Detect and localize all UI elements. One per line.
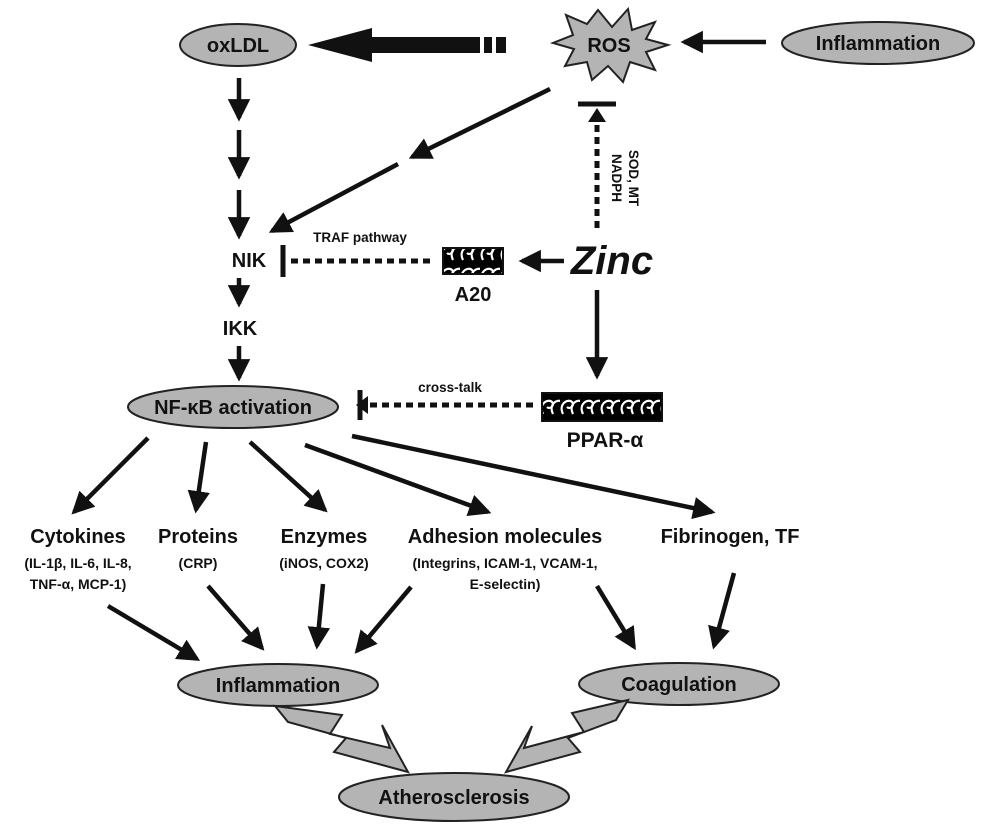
fibrinogen-to-coagulation-arrow xyxy=(708,572,737,650)
ros-label: ROS xyxy=(587,35,630,57)
ros-node: ROS xyxy=(549,6,672,84)
product-detail: (iNOS, COX2) xyxy=(279,555,368,571)
nfkb-to-adhesion-arrow xyxy=(304,442,492,517)
adhesion-to-inflammation-arrow xyxy=(354,585,413,654)
coagulation-node: Coagulation xyxy=(578,662,780,706)
oxldl-label: oxLDL xyxy=(207,35,269,57)
zinc-label: Zinc xyxy=(570,239,653,283)
traf-pathway-label: TRAF pathway xyxy=(313,230,407,245)
product-title: Proteins xyxy=(158,526,238,548)
nfkb-to-fibrinogen-arrow xyxy=(351,433,716,520)
product-adhesion-molecules: Adhesion molecules (Integrins, ICAM-1, V… xyxy=(408,526,603,592)
product-proteins: Proteins (CRP) xyxy=(158,526,238,571)
lightning-bolt-right xyxy=(503,698,631,774)
enzymes-to-inflammation-arrow xyxy=(307,583,331,650)
ikk-label: IKK xyxy=(223,318,258,340)
product-detail: (CRP) xyxy=(179,555,218,571)
product-fibrinogen-tf: Fibrinogen, TF xyxy=(661,526,800,548)
nadph-label: NADPH xyxy=(609,154,624,202)
nfkb-to-enzymes-arrow xyxy=(248,440,328,513)
zinc-inhibits-ros-head xyxy=(588,108,606,122)
adhesion-to-coagulation-arrow xyxy=(595,584,636,651)
coagulation-label: Coagulation xyxy=(621,674,737,696)
product-title: Enzymes xyxy=(281,526,368,548)
ppar-protein-glyph xyxy=(541,392,663,422)
nik-label: NIK xyxy=(232,250,267,272)
oxldl-node: oxLDL xyxy=(179,23,297,67)
a20-label: A20 xyxy=(455,284,492,306)
product-detail: E-selectin) xyxy=(470,576,541,592)
nfkb-label: NF-κB activation xyxy=(154,397,312,419)
inflammation-top-label: Inflammation xyxy=(816,33,940,55)
ros-to-nik-arrow xyxy=(268,162,400,233)
nfkb-to-proteins-arrow xyxy=(187,441,210,514)
sod-mt-label: SOD, MT xyxy=(626,150,641,207)
nfkb-node: NF-κB activation xyxy=(127,385,339,429)
cross-talk-label: cross-talk xyxy=(418,380,482,395)
inflammation-bottom-node: Inflammation xyxy=(177,663,379,707)
ros-to-oxldl-arrow xyxy=(308,28,506,62)
product-title: Adhesion molecules xyxy=(408,526,603,548)
nfkb-to-cytokines-arrow xyxy=(71,436,150,515)
proteins-to-inflammation-arrow xyxy=(206,584,265,651)
product-detail: (IL-1β, IL-6, IL-8, xyxy=(24,555,131,571)
product-title: Cytokines xyxy=(30,526,126,548)
cytokines-to-inflammation-arrow xyxy=(106,604,201,661)
ppar-inhibits-nfkb-head xyxy=(356,396,368,414)
product-title: Fibrinogen, TF xyxy=(661,526,800,548)
ppar-label: PPAR-α xyxy=(567,429,644,452)
ros-branch-arrow-short xyxy=(408,86,551,160)
inflammation-bottom-label: Inflammation xyxy=(216,675,340,697)
atherosclerosis-label: Atherosclerosis xyxy=(378,787,529,809)
atherosclerosis-node: Atherosclerosis xyxy=(338,772,570,822)
product-enzymes: Enzymes (iNOS, COX2) xyxy=(279,526,368,571)
product-detail: TNF-α, MCP-1) xyxy=(30,576,126,592)
a20-protein-glyph xyxy=(442,247,504,275)
product-cytokines: Cytokines (IL-1β, IL-6, IL-8, TNF-α, MCP… xyxy=(24,526,131,592)
product-detail: (Integrins, ICAM-1, VCAM-1, xyxy=(412,555,597,571)
lightning-bolt-left xyxy=(272,704,411,774)
inflammation-top-node: Inflammation xyxy=(781,21,975,65)
